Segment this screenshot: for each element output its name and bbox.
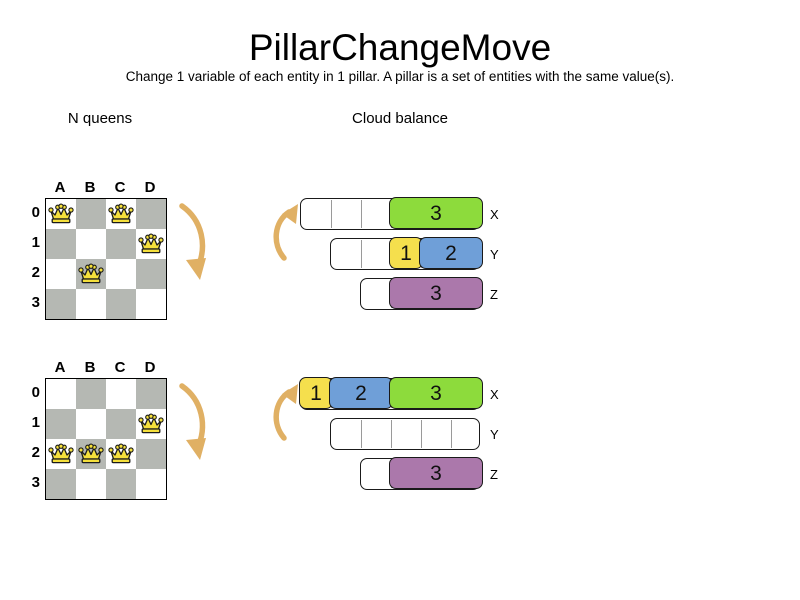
bar-cell-divider <box>421 420 422 448</box>
chess-board-before <box>45 198 167 320</box>
page-title: PillarChangeMove <box>248 27 552 68</box>
curved-arrow-up-icon <box>273 384 298 441</box>
board-rank-label-0: 0 <box>31 204 40 221</box>
board-cell-c0[interactable] <box>106 199 136 229</box>
board-cell-d0[interactable] <box>136 379 166 409</box>
board-cell-c1[interactable] <box>106 409 136 439</box>
board-rank-label-3: 3 <box>31 294 40 311</box>
board-cell-d1[interactable] <box>136 229 166 259</box>
process-block-2[interactable]: 2 <box>329 377 393 410</box>
board-cell-d0[interactable] <box>136 199 166 229</box>
computer-label-z: Z <box>490 467 498 482</box>
board-cell-b1[interactable] <box>76 409 106 439</box>
bar-cell-divider <box>361 200 362 228</box>
board-cell-c2[interactable] <box>106 439 136 469</box>
curved-arrow-down-icon <box>179 383 206 460</box>
board-cell-a0[interactable] <box>46 199 76 229</box>
board-cell-d3[interactable] <box>136 469 166 499</box>
board-file-label-a: A <box>54 179 66 196</box>
curved-arrow-up-icon <box>273 204 298 261</box>
section-label-nqueens: N queens <box>67 110 133 127</box>
board-cell-a3[interactable] <box>46 469 76 499</box>
bar-cell-divider <box>391 420 392 448</box>
page-subtitle: Change 1 variable of each entity in 1 pi… <box>125 69 675 84</box>
board-file-label-c: C <box>114 179 126 196</box>
board-rank-label-0: 0 <box>31 384 40 401</box>
bar-cell-divider <box>331 200 332 228</box>
board-file-label-c: C <box>114 359 126 376</box>
board-cell-b2[interactable] <box>76 259 106 289</box>
computer-label-y: Y <box>490 247 499 262</box>
board-cell-c0[interactable] <box>106 379 136 409</box>
computer-label-x: X <box>490 207 499 222</box>
process-block-1[interactable]: 1 <box>389 237 423 270</box>
computer-label-y: Y <box>490 427 499 442</box>
section-label-cloud-balance: Cloud balance <box>352 110 448 127</box>
board-cell-d3[interactable] <box>136 289 166 319</box>
process-block-3[interactable]: 3 <box>389 457 483 490</box>
board-cell-a3[interactable] <box>46 289 76 319</box>
board-cell-c2[interactable] <box>106 259 136 289</box>
bar-cell-divider <box>361 420 362 448</box>
computer-label-z: Z <box>490 287 498 302</box>
computer-label-x: X <box>490 387 499 402</box>
board-cell-d1[interactable] <box>136 409 166 439</box>
board-file-label-d: D <box>144 179 156 196</box>
board-rank-label-3: 3 <box>31 474 40 491</box>
board-cell-b0[interactable] <box>76 199 106 229</box>
board-cell-c3[interactable] <box>106 289 136 319</box>
board-rank-label-1: 1 <box>31 234 40 251</box>
bar-cell-divider <box>451 420 452 448</box>
process-block-3[interactable]: 3 <box>389 197 483 230</box>
board-cell-b2[interactable] <box>76 439 106 469</box>
process-block-2[interactable]: 2 <box>419 237 483 270</box>
board-cell-b3[interactable] <box>76 469 106 499</box>
computer-bar-x-before[interactable]: 3 <box>300 197 483 230</box>
board-cell-a1[interactable] <box>46 409 76 439</box>
board-file-label-b: B <box>84 359 96 376</box>
chess-board-after <box>45 378 167 500</box>
board-cell-d2[interactable] <box>136 259 166 289</box>
board-file-label-d: D <box>144 359 156 376</box>
board-cell-c1[interactable] <box>106 229 136 259</box>
process-block-3[interactable]: 3 <box>389 377 483 410</box>
process-block-3[interactable]: 3 <box>389 277 483 310</box>
board-cell-b0[interactable] <box>76 379 106 409</box>
board-cell-c3[interactable] <box>106 469 136 499</box>
board-cell-b1[interactable] <box>76 229 106 259</box>
board-rank-label-2: 2 <box>31 264 40 281</box>
board-file-label-b: B <box>84 179 96 196</box>
board-cell-a1[interactable] <box>46 229 76 259</box>
board-cell-a2[interactable] <box>46 439 76 469</box>
board-rank-label-1: 1 <box>31 414 40 431</box>
board-cell-b3[interactable] <box>76 289 106 319</box>
board-cell-a2[interactable] <box>46 259 76 289</box>
computer-bar-z-after[interactable]: 3 <box>360 457 483 490</box>
curved-arrow-down-icon <box>179 203 206 280</box>
board-cell-d2[interactable] <box>136 439 166 469</box>
computer-bar-y-after[interactable] <box>330 418 480 450</box>
computer-bar-z-before[interactable]: 3 <box>360 277 483 310</box>
board-file-label-a: A <box>54 359 66 376</box>
board-rank-label-2: 2 <box>31 444 40 461</box>
bar-cell-divider <box>361 240 362 268</box>
board-cell-a0[interactable] <box>46 379 76 409</box>
